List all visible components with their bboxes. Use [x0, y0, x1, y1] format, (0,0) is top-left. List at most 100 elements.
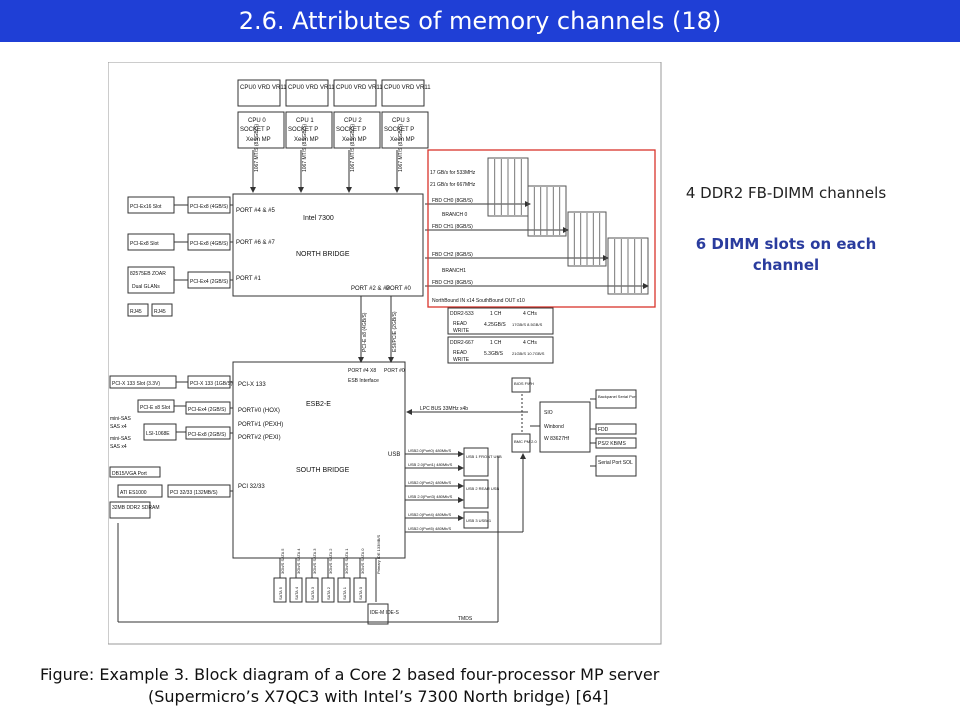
- sb-port0: PORT#0 (HOX): [238, 408, 280, 414]
- ddr533-r2: WRITE: [453, 328, 470, 334]
- vrd-1: CPU0 VRD VR11: [288, 85, 335, 91]
- pcix-link: PCI-X 133 (1GB/S): [190, 381, 233, 387]
- nb-port45: PORT #4 & #5: [236, 208, 275, 214]
- sas-0: mini-SAS: [110, 416, 132, 422]
- ddr667-c2: 4 CHs: [523, 340, 537, 346]
- ide-ms: IDE-M IDE-S: [370, 610, 400, 616]
- vga-port: DB15/VGA Port: [112, 471, 147, 477]
- sata-port-label: SATA 5: [278, 586, 283, 600]
- pcie-link-2: PCI-Ex4 (2GB/S): [190, 279, 228, 285]
- rj45-a: RJ45: [130, 309, 142, 315]
- vrd-0: CPU0 VRD VR11: [240, 85, 287, 91]
- sata-port-label: SATA 2: [326, 586, 331, 600]
- sb-pcix: PCI-X 133: [238, 382, 266, 388]
- sata-port-box: [289, 577, 303, 603]
- socket-1-cpu: CPU 1: [296, 118, 314, 124]
- usb-box-3: USB 3 USBx1: [466, 518, 492, 523]
- ddr533-v1: 4.25GB/S: [484, 322, 506, 328]
- rj45-b: RJ45: [154, 309, 166, 315]
- nb-port23: PORT #2 & #3: [351, 286, 390, 292]
- fbd-ch3: FBD CH3 (8GB/S): [432, 280, 473, 286]
- sata-link-label: Primary IDE 133MB/S: [376, 535, 381, 574]
- sb-pci: PCI 32/33: [238, 484, 265, 490]
- ddr667-c1: 1 CH: [490, 340, 502, 346]
- socket-2-cpu: CPU 2: [344, 118, 362, 124]
- ddr667-v2: 21GB/S 10.7GB/S: [512, 351, 545, 356]
- caption-line-1: Figure: Example 3. Block diagram of a Co…: [40, 665, 660, 684]
- socket-2-type: SOCKET P: [336, 127, 366, 133]
- pcie-x16-slot: PCI-Ex16 Slot: [130, 204, 162, 210]
- sata-port-box: [337, 577, 351, 603]
- caption-line-2: (Supermicro’s X7QC3 with Intel’s 7300 No…: [148, 687, 609, 706]
- esi-right: ESI/PCIE (2GB/S): [392, 311, 398, 352]
- fbd-rate-667: 21 GB/s for 667MHz: [430, 182, 476, 188]
- ddr533-r1: READ: [453, 321, 467, 327]
- sata-link-label: 3Gb/S SATA 2: [328, 548, 333, 574]
- sb-sub: SOUTH BRIDGE: [296, 467, 350, 474]
- bios-fwh: BIOS FWH: [514, 381, 534, 386]
- sata-port-box: [353, 577, 367, 603]
- socket-1-type: SOCKET P: [288, 127, 318, 133]
- sb-esb-port0: PORT #0: [384, 368, 405, 374]
- pcie-link-1: PCI-Ex8 (4GB/S): [190, 241, 228, 247]
- figure-caption: Figure: Example 3. Block diagram of a Co…: [40, 664, 920, 708]
- esi-left: PCI-E x8 (4GB/S): [362, 312, 368, 352]
- note-dimm-slots: 6 DIMM slots on each channel: [695, 235, 877, 274]
- fbd-ch1: FBD CH1 (8GB/S): [432, 224, 473, 230]
- sb-esb-port4: PORT #4 X8: [348, 368, 376, 374]
- vrd-2: CPU0 VRD VR11: [336, 85, 383, 91]
- usb-port-4: USB2.0(Port4) 480Mb/S: [408, 512, 451, 517]
- io-serial-sol: Serial Port SOL: [598, 460, 633, 466]
- pci-link: PCI 32/33 (132MB/S): [170, 490, 218, 496]
- sas-1: SAS x4: [110, 424, 127, 430]
- nb-port0: PORT #0: [386, 286, 411, 292]
- socket-2-xeon: Xeon MP: [342, 137, 367, 143]
- ddr667-v1: 5.3GB/S: [484, 351, 504, 357]
- sata-link-label: 3Gb/S SATA 5: [280, 548, 285, 574]
- sb-name: ESB2-E: [306, 401, 331, 408]
- fbd-branch1: BRANCH1: [442, 268, 466, 274]
- note-channels: 4 DDR2 FB-DIMM channels: [685, 184, 887, 202]
- usb-box-1: USB 1 FRONT USB: [466, 454, 502, 459]
- lsi-chip: LSI-1068E: [146, 431, 170, 437]
- io-serial: Backpanel Serial Port: [598, 394, 637, 399]
- ddr533-v2: 17GB/S 8.5GB/S: [512, 322, 543, 327]
- fsb-2: 1067 MT/S (8.5GB/S): [350, 124, 356, 172]
- ddr667-r1: READ: [453, 350, 467, 356]
- ddr667-r2: WRITE: [453, 357, 470, 363]
- ddr667-h: DDR2-667: [450, 340, 474, 346]
- slide-title: 2.6. Attributes of memory channels (18): [0, 0, 960, 42]
- sata-port-label: SATA 4: [294, 586, 299, 600]
- socket-0-xeon: Xeon MP: [246, 137, 271, 143]
- sas-2: mini-SAS: [110, 436, 132, 442]
- sio-3: W 83627Hf: [544, 436, 570, 442]
- fbd-ch2: FBD CH2 (8GB/S): [432, 252, 473, 258]
- sata-port-label: SATA 3: [310, 586, 315, 600]
- sata-link-label: 3Gb/S SATA 0: [360, 548, 365, 574]
- sata-link-label: 3Gb/S SATA 1: [344, 548, 349, 574]
- sb-port2: PORT#2 (PEXI): [238, 435, 281, 441]
- northbound: NorthBound IN x14 SouthBound OUT x10: [432, 298, 525, 304]
- nb-chip: Intel 7300: [303, 215, 334, 222]
- sata-link-label: 3Gb/S SATA 4: [296, 548, 301, 574]
- pcie-link-0: PCI-Ex8 (4GB/S): [190, 204, 228, 210]
- nb-name: NORTH BRIDGE: [296, 251, 350, 258]
- sata-port-label: SATA 0: [358, 586, 363, 600]
- socket-0-cpu: CPU 0: [248, 118, 266, 124]
- socket-0-type: SOCKET P: [240, 127, 270, 133]
- lpc-bus: LPC BUS 33MHz x4b: [420, 406, 468, 412]
- usb-port-1: USB 2.0(Port1) 480Mb/S: [408, 462, 453, 467]
- ddr533-c2: 4 CHs: [523, 311, 537, 317]
- pcie-x8-link-b: PCI-Ex8 (2GB/S): [188, 432, 226, 438]
- pcie-x4-link: PCI-Ex4 (2GB/S): [188, 407, 226, 413]
- tmds: TMDS: [458, 616, 473, 622]
- ati-chip: ATI ES1000: [120, 490, 147, 496]
- sio-2: Winbond: [544, 424, 564, 430]
- ddr533-h: DDR2-533: [450, 311, 474, 317]
- block-diagram: CPU0 VRD VR11 CPU0 VRD VR11 CPU0 VRD VR1…: [107, 61, 663, 646]
- io-fdd: FDD: [598, 427, 609, 433]
- lan-label: Dual GLANs: [132, 284, 160, 290]
- sb-usb: USB: [388, 452, 400, 458]
- bmc: BMC PM 2.0: [514, 439, 537, 444]
- usb-port-2: USB2.0(Port2) 480Mb/S: [408, 480, 451, 485]
